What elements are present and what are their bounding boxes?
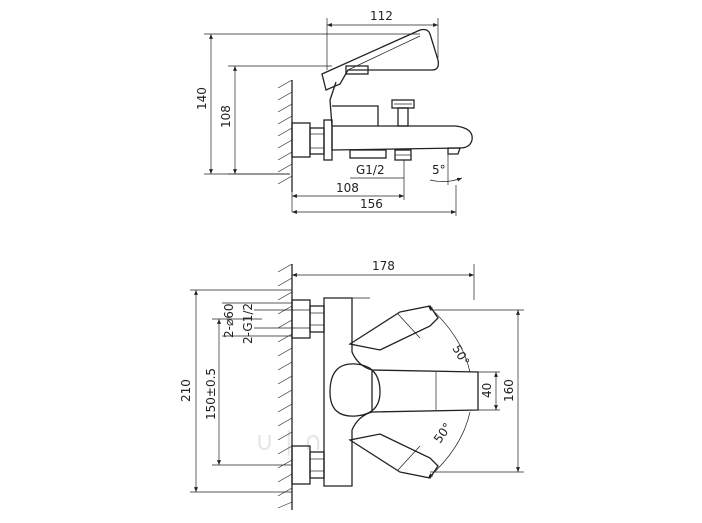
top-wall-hatch <box>277 263 293 510</box>
dim-side-depth-total: 156 <box>292 185 457 216</box>
top-lever-lower <box>348 433 439 479</box>
dim-top-spout-width-label: 40 <box>480 383 494 398</box>
dim-top-spout-width: 40 <box>478 371 500 411</box>
dim-top-pipe: 2-⌀60 2-G1/2 <box>222 302 310 344</box>
top-fitting-upper <box>291 299 325 339</box>
dim-top-spout-span-label: 160 <box>502 379 516 402</box>
dim-top-angle-lower-label: 50° <box>431 420 455 445</box>
dim-side-depth-total-label: 156 <box>360 197 383 211</box>
dim-top-diameter-label: 2-⌀60 <box>222 304 236 338</box>
dim-top-length: 178 <box>292 259 475 300</box>
dim-top-thread-label: 2-G1/2 <box>241 303 255 344</box>
dim-top-angle-upper-label: 50° <box>449 343 472 368</box>
side-lever <box>321 28 440 91</box>
dim-side-thread-label: G1/2 <box>356 163 385 177</box>
dim-side-width-top-label: 112 <box>370 9 393 23</box>
dim-top-length-label: 178 <box>372 259 395 273</box>
dim-side-angle: 5° <box>429 154 463 185</box>
side-mixer-body <box>329 81 473 161</box>
dim-top-center-distance: 150±0.5 <box>204 318 292 466</box>
top-view: 50° 50° 178 2-⌀60 2-G1/2 210 <box>179 259 524 510</box>
dim-side-height-inner-label: 108 <box>219 105 233 128</box>
dim-side-angle-label: 5° <box>432 163 446 177</box>
dim-top-height-total-label: 210 <box>179 379 193 402</box>
top-lever-upper <box>348 305 439 351</box>
dim-side-thread: G1/2 <box>350 160 405 179</box>
dim-side-width-top: 112 <box>326 9 439 70</box>
dim-top-spout-span: 160 <box>430 309 524 473</box>
top-angle-arcs: 50° 50° <box>427 305 472 479</box>
dim-side-depth-inner-label: 108 <box>336 181 359 195</box>
dim-side-height-inner: 108 <box>219 65 332 175</box>
top-mixer-body <box>323 297 479 487</box>
side-wall-fitting <box>291 119 333 161</box>
dim-side-height-total-label: 140 <box>195 87 209 110</box>
dim-top-height-total: 210 <box>179 289 292 493</box>
side-wall-hatch <box>277 79 293 192</box>
side-view: 112 140 108 G1/2 5° <box>195 9 473 216</box>
dim-top-center-distance-label: 150±0.5 <box>204 368 218 420</box>
dim-side-depth-inner: 108 <box>291 178 405 212</box>
